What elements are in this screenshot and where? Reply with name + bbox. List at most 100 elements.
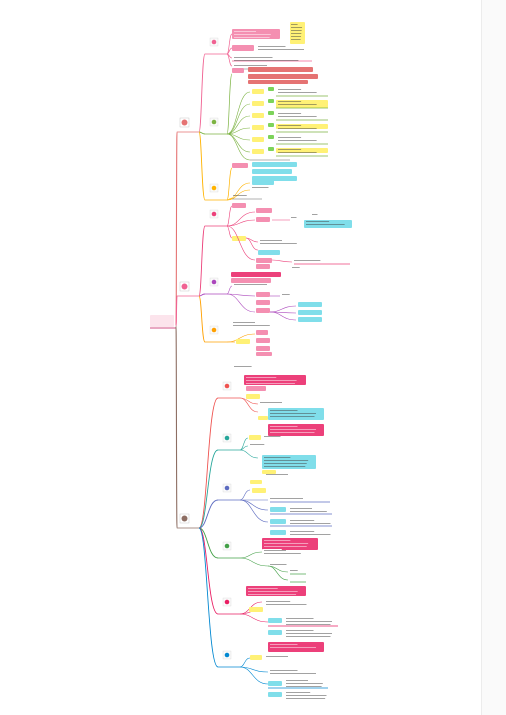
highlight-box[interactable]: [256, 352, 272, 356]
highlight-box[interactable]: [268, 99, 274, 103]
subnode-connector: [198, 131, 206, 201]
highlight-box[interactable]: [256, 208, 272, 213]
highlight-box[interactable]: [270, 530, 286, 535]
document-icon-glyph: [211, 39, 217, 45]
text-line: [278, 104, 317, 105]
text-line: [270, 647, 316, 648]
text-line: [264, 457, 291, 458]
highlight-box[interactable]: [236, 339, 250, 344]
highlight-box[interactable]: [252, 169, 292, 174]
highlight-box[interactable]: [256, 308, 270, 313]
highlight-box[interactable]: [248, 67, 313, 72]
highlight-box[interactable]: [270, 507, 286, 512]
highlight-box[interactable]: [256, 292, 270, 297]
highlight-box[interactable]: [310, 213, 322, 218]
highlight-box[interactable]: [252, 101, 264, 106]
highlight-box[interactable]: [256, 217, 270, 222]
book-icon-glyph: [211, 211, 217, 217]
highlight-box[interactable]: [252, 113, 264, 118]
highlight-box[interactable]: [249, 607, 263, 612]
text-line: [290, 534, 331, 535]
text-line: [270, 644, 298, 645]
text-line: [248, 594, 297, 595]
highlight-box[interactable]: [248, 80, 308, 84]
text-line: [233, 322, 255, 323]
highlight-box[interactable]: [268, 630, 282, 635]
subnode-connector: [198, 449, 219, 529]
highlight-box[interactable]: [231, 278, 271, 283]
highlight-box[interactable]: [298, 317, 322, 322]
subnode-connector: [198, 499, 219, 529]
highlight-box[interactable]: [268, 123, 274, 127]
text-line: [270, 564, 287, 565]
branch-connector: [226, 33, 233, 55]
highlight-box[interactable]: [256, 258, 272, 263]
highlight-box[interactable]: [232, 68, 244, 73]
highlight-box[interactable]: [298, 302, 322, 307]
highlight-box[interactable]: [268, 408, 324, 420]
highlight-box[interactable]: [256, 346, 270, 351]
highlight-box[interactable]: [252, 137, 264, 142]
text-line: [278, 152, 317, 153]
highlight-box[interactable]: [256, 330, 268, 335]
highlight-box[interactable]: [232, 163, 248, 168]
text-line: [286, 695, 327, 696]
highlight-box[interactable]: [258, 416, 268, 420]
highlight-box[interactable]: [262, 470, 276, 474]
highlight-box[interactable]: [268, 681, 282, 686]
text-line: [234, 31, 256, 32]
branch-connector: [226, 133, 251, 161]
highlight-box[interactable]: [250, 655, 262, 660]
highlight-box[interactable]: [232, 236, 246, 241]
highlight-box[interactable]: [252, 176, 297, 181]
highlight-box[interactable]: [270, 519, 286, 524]
highlight-box[interactable]: [281, 293, 299, 297]
chart-icon-glyph: [224, 599, 230, 605]
highlight-box[interactable]: [232, 364, 268, 370]
highlight-box[interactable]: [268, 424, 324, 436]
branch-connector: [239, 666, 269, 685]
highlight-box[interactable]: [258, 250, 280, 255]
highlight-box[interactable]: [268, 147, 274, 151]
highlight-box[interactable]: [232, 45, 254, 51]
highlight-box[interactable]: [268, 135, 274, 139]
highlight-box[interactable]: [252, 89, 264, 94]
branch-connector: [239, 489, 251, 501]
highlight-box[interactable]: [252, 180, 274, 185]
highlight-box[interactable]: [262, 455, 316, 469]
text-line: [264, 460, 309, 461]
highlight-box[interactable]: [256, 300, 270, 305]
highlight-box[interactable]: [298, 310, 322, 315]
highlight-box[interactable]: [248, 74, 318, 79]
highlight-box[interactable]: [252, 125, 264, 130]
highlight-box[interactable]: [256, 338, 270, 343]
highlight-box[interactable]: [262, 538, 318, 550]
highlight-box[interactable]: [268, 692, 282, 697]
highlight-box[interactable]: [231, 272, 281, 277]
box-icon-glyph: [224, 435, 230, 441]
highlight-box[interactable]: [232, 203, 246, 208]
text-line: [290, 520, 315, 521]
highlight-box[interactable]: [249, 435, 261, 440]
highlight-box[interactable]: [252, 149, 264, 154]
highlight-box[interactable]: [246, 386, 266, 391]
highlight-box[interactable]: [250, 480, 262, 484]
branch-connector: [226, 293, 256, 313]
text-line: [282, 294, 290, 295]
highlight-box[interactable]: [252, 488, 266, 493]
clipboard-icon-glyph: [211, 279, 217, 285]
highlight-box[interactable]: [268, 618, 282, 623]
text-line: [291, 27, 303, 28]
scroll-sidebar[interactable]: [481, 0, 506, 715]
text-line: [270, 416, 315, 417]
highlight-box[interactable]: [246, 394, 260, 399]
text-line: [264, 466, 306, 467]
highlight-box[interactable]: [256, 264, 270, 269]
text-line: [286, 633, 332, 634]
root-node[interactable]: [150, 315, 174, 327]
highlight-box[interactable]: [268, 111, 274, 115]
highlight-box[interactable]: [266, 600, 312, 606]
highlight-box[interactable]: [252, 162, 297, 167]
highlight-box[interactable]: [268, 87, 274, 91]
text-line: [260, 240, 282, 241]
